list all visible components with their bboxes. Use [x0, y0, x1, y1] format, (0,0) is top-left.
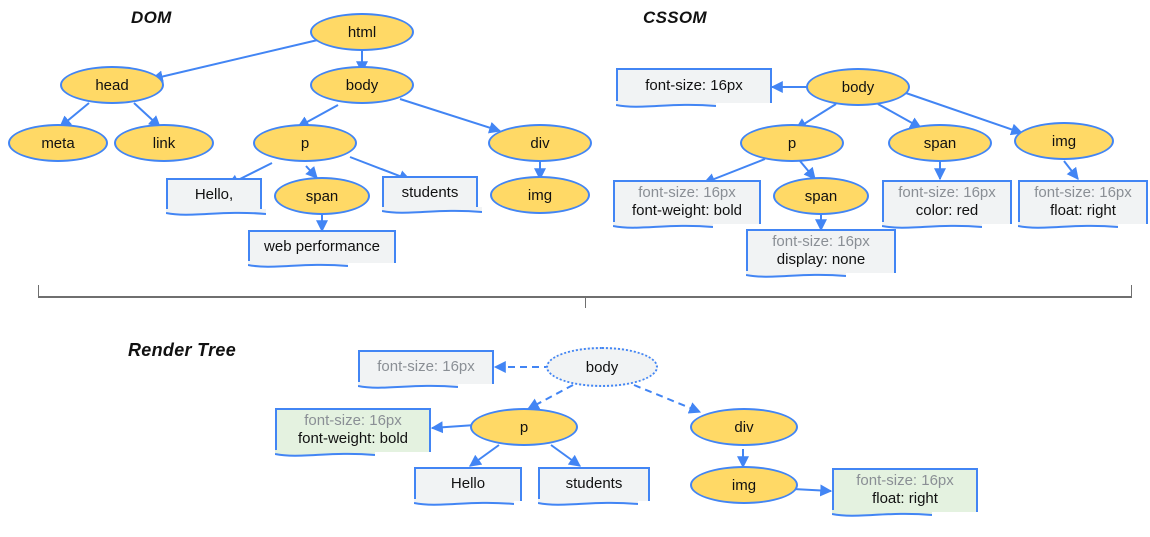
rt-node-img[interactable]: img: [690, 466, 798, 504]
dom-node-img[interactable]: img: [490, 176, 590, 214]
cssom-rules-span-line-1: color: red: [915, 202, 979, 219]
dom-text-web-performance-label: web performance: [264, 237, 380, 255]
edge-html-head: [150, 38, 323, 83]
wave-edge: [1018, 222, 1118, 229]
dom-text-hello-label: Hello,: [194, 185, 234, 203]
rt-rules-p: font-size: 16px font-weight: bold: [275, 408, 431, 457]
cssom-node-body[interactable]: body: [806, 68, 910, 106]
dom-text-students: students: [382, 176, 482, 214]
cssom-rules-span-inner: font-size: 16px display: none: [746, 229, 896, 278]
wave-edge: [746, 271, 846, 278]
edge-cssom-body-span: [877, 103, 923, 129]
rt-rules-p-line-0: font-size: 16px: [304, 412, 402, 430]
wave-edge: [414, 499, 514, 506]
wave-edge: [166, 209, 266, 216]
rt-rules-img-line-1: float: right: [872, 490, 938, 507]
wave-edge: [616, 101, 716, 108]
cssom-rules-body: font-size: 16px: [616, 68, 772, 108]
rt-rules-p-line-1: font-weight: bold: [297, 430, 409, 447]
wave-edge: [613, 222, 713, 229]
rt-text-hello: Hello: [414, 467, 522, 506]
dom-node-span[interactable]: span: [274, 177, 370, 215]
edge-rt-img-rules: [792, 484, 833, 497]
cssom-rules-span-inner-line-0: font-size: 16px: [772, 233, 870, 251]
dom-section-title: DOM: [131, 8, 172, 27]
edge-rt-body-p: [526, 384, 574, 410]
wave-edge: [538, 499, 638, 506]
wave-edge: [882, 222, 982, 229]
cssom-rules-img-line-0: font-size: 16px: [1034, 184, 1132, 202]
render-tree-section-title: Render Tree: [128, 340, 237, 360]
rt-text-students: students: [538, 467, 650, 506]
cssom-node-span-inner[interactable]: span: [773, 177, 869, 215]
cssom-rules-p-line-1: font-weight: bold: [631, 202, 743, 219]
dom-text-students-label: students: [401, 183, 459, 201]
cssom-rules-span-inner-line-1: display: none: [776, 251, 866, 268]
rt-rules-body: font-size: 16px: [358, 350, 494, 389]
dom-node-html[interactable]: html: [310, 13, 414, 51]
wave-edge: [358, 382, 458, 389]
cssom-rules-span: font-size: 16px color: red: [882, 180, 1012, 229]
cssom-rules-img-line-1: float: right: [1050, 202, 1116, 219]
dom-node-div[interactable]: div: [488, 124, 592, 162]
rt-node-div[interactable]: div: [690, 408, 798, 446]
wave-edge: [382, 207, 482, 214]
cssom-rules-img: font-size: 16px float: right: [1018, 180, 1148, 229]
rt-rules-img: font-size: 16px float: right: [832, 468, 978, 517]
cssom-node-span[interactable]: span: [888, 124, 992, 162]
rt-text-hello-label: Hello: [450, 475, 486, 493]
rt-rules-body-line-0: font-size: 16px: [377, 358, 475, 376]
edge-rt-p-hello: [469, 444, 500, 467]
rt-rules-img-line-0: font-size: 16px: [856, 472, 954, 490]
cssom-node-p[interactable]: p: [740, 124, 844, 162]
wave-edge: [832, 510, 932, 517]
rt-text-students-label: students: [565, 475, 623, 493]
divider-tick-right: [1131, 285, 1132, 297]
cssom-rules-p-line-0: font-size: 16px: [638, 184, 736, 202]
cssom-rules-p: font-size: 16px font-weight: bold: [613, 180, 761, 229]
cssom-node-img[interactable]: img: [1014, 122, 1114, 160]
edge-rt-body-div: [633, 384, 702, 414]
cssom-rules-span-line-0: font-size: 16px: [898, 184, 996, 202]
wave-edge: [248, 261, 348, 268]
divider-tick-left: [38, 285, 39, 297]
edge-cssom-img-rules: [1063, 160, 1079, 180]
cssom-rules-body-line-0: font-size: 16px: [645, 76, 743, 94]
rt-node-p[interactable]: p: [470, 408, 578, 446]
dom-node-body[interactable]: body: [310, 66, 414, 104]
rt-node-body[interactable]: body: [546, 347, 658, 387]
dom-node-head[interactable]: head: [60, 66, 164, 104]
divider-tick-center: [585, 296, 586, 308]
dom-text-hello: Hello,: [166, 178, 266, 216]
cssom-section-title: CSSOM: [643, 8, 707, 27]
wave-edge: [275, 450, 375, 457]
dom-text-web-performance: web performance: [248, 230, 396, 268]
edge-rt-p-students: [550, 444, 581, 467]
dom-node-link[interactable]: link: [114, 124, 214, 162]
dom-node-meta[interactable]: meta: [8, 124, 108, 162]
dom-node-p[interactable]: p: [253, 124, 357, 162]
edge-body-div: [399, 98, 502, 134]
